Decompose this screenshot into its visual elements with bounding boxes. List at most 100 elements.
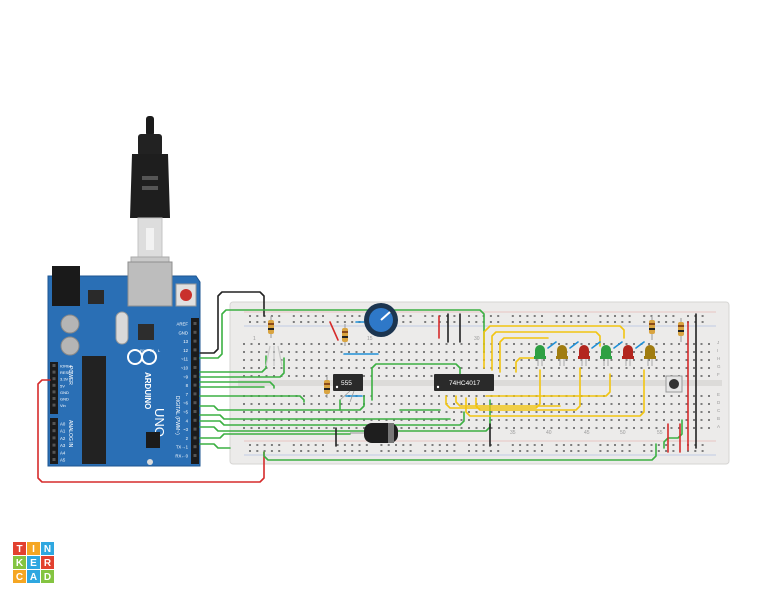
col-number: 35 [510,430,516,436]
led[interactable] [600,345,612,366]
wire-yellow[interactable] [445,369,541,409]
atmega-chip [82,356,106,464]
wire-green[interactable] [199,355,267,373]
power-jack[interactable] [52,266,80,306]
logo-letter: I [32,544,35,555]
resistor[interactable] [678,318,684,342]
led[interactable] [556,345,568,366]
logo-tile [41,556,54,569]
counter-label: 74HC4017 [449,380,480,387]
wire-green[interactable] [199,433,351,439]
wire-green[interactable] [199,443,231,449]
wire-green[interactable] [199,399,491,432]
wire-yellow[interactable] [491,331,601,371]
led[interactable] [644,345,656,366]
usb-port[interactable] [127,261,173,307]
col-number: 15 [367,336,373,342]
power-rail-bottom [249,444,704,452]
wire-yellow[interactable] [455,395,561,407]
power-header[interactable] [50,362,58,414]
digital-pin-label: 2 [186,436,189,441]
wire-green[interactable] [199,309,485,359]
wire-blue[interactable] [635,341,645,349]
wire-yellow[interactable] [465,369,645,417]
wire-green[interactable] [199,357,285,378]
resistor[interactable] [342,324,348,346]
wire-yellow[interactable] [475,367,581,411]
wire-blue[interactable] [547,341,557,349]
analog-header[interactable] [50,418,58,464]
wire-yellow[interactable] [483,325,625,369]
resistor[interactable] [649,316,655,340]
wire-yellow[interactable] [515,357,537,373]
row-letter: D [717,400,721,405]
power-pin-label: GND [60,390,69,395]
power-pin-label: 3.3V [60,377,69,382]
wire-black[interactable] [199,291,265,354]
digital-pin-label: ~3 [183,427,189,432]
wire-green[interactable] [371,363,461,401]
counter-74hc4017-chip[interactable]: 74HC4017 [434,374,494,391]
led-l-label: L [158,348,161,353]
digital-pin-label: RX←0 [175,454,188,459]
logo-letter: D [44,572,51,583]
wire-blue[interactable] [569,341,579,349]
digital-pin-label: 4 [186,418,189,423]
wires[interactable] [37,291,697,483]
power-pin-label: GND [60,397,69,402]
brand-text: ARDUINO [143,372,152,409]
logo-tile [13,556,26,569]
wire-green[interactable] [199,414,451,420]
analog-pin-label: A1 [60,429,66,434]
col-number: 45 [584,430,590,436]
rgb-led[interactable] [265,345,283,367]
row-letter: A [717,424,720,429]
row-letter: E [717,392,720,397]
logo-letter: N [44,544,51,555]
electrolytic-capacitor[interactable] [350,423,398,443]
row-letter: H [717,356,720,361]
digital-header[interactable] [191,318,199,464]
wire-green[interactable] [329,395,365,411]
row-letter: B [717,416,720,421]
row-letter: I [717,348,718,353]
wire-green[interactable] [199,411,465,426]
wire-green[interactable] [199,405,331,411]
led-rx-label: RX [140,348,146,353]
led-array[interactable] [534,345,656,366]
logo-letter: C [16,572,23,583]
wire-blue[interactable] [613,341,623,349]
wire-blue[interactable] [591,341,601,349]
led[interactable] [578,345,590,366]
wire-green[interactable] [199,381,275,389]
analog-pin-label: A2 [60,436,66,441]
wire-yellow[interactable] [499,337,549,373]
timer-555-chip[interactable]: 555 [333,374,363,403]
resistor[interactable] [268,316,274,338]
wire-green[interactable] [199,395,305,403]
arduino-uno-board[interactable]: ARDUINO UNO DIGITAL (PWM~) POWER ANALOG … [47,261,201,467]
led[interactable] [622,345,634,366]
wire-green[interactable] [663,419,683,449]
analog-pin-label: A5 [60,458,66,463]
wire-green[interactable] [263,443,657,461]
col-number: 50 [620,430,626,436]
logo-tile [41,542,54,555]
resistor[interactable] [324,376,330,398]
model-text: UNO [152,408,167,437]
wire-red[interactable] [329,321,339,341]
led[interactable] [534,345,546,366]
wire-red[interactable] [37,379,265,483]
digital-pin-label: ~9 [183,374,189,379]
logo-tile [27,556,40,569]
power-pin-label: RESET [60,370,74,375]
analog-label: ANALOG IN [67,420,73,448]
power-label: POWER [67,366,73,385]
potentiometer[interactable] [364,303,398,337]
push-button[interactable] [665,375,683,393]
digital-pin-label: 7 [186,392,189,397]
wire-yellow[interactable] [485,373,611,397]
